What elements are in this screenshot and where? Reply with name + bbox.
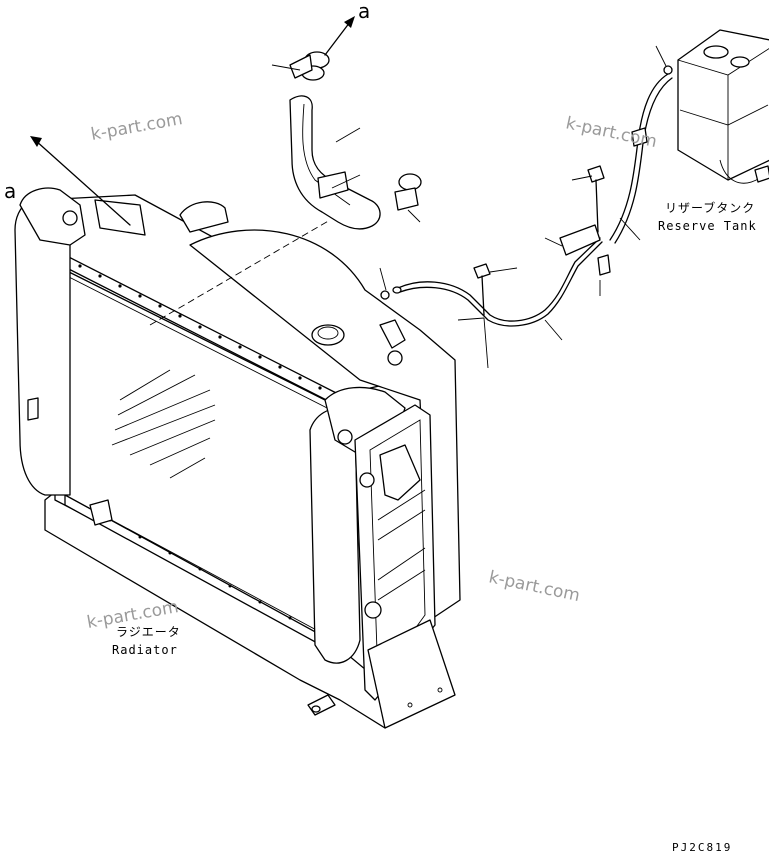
reserve-tank (655, 29, 769, 184)
watermark-1: k-part.com (89, 109, 184, 145)
left-inlet-elbow (19, 187, 86, 246)
left-lower-bracket (89, 499, 113, 526)
upper-hose-group (271, 16, 422, 230)
core-hatch (111, 369, 216, 479)
washer (380, 290, 390, 300)
upper-radiator-hose (289, 95, 381, 230)
overflow-port (387, 350, 403, 366)
top-tank-bracket (94, 199, 146, 236)
upper-stub-pipe (179, 201, 229, 233)
radiator-right-tank (309, 408, 361, 664)
drain-cock (307, 694, 336, 716)
reserve-tank-label-jp: リザーブタンク (665, 200, 755, 215)
top-rail-rivets (78, 264, 322, 390)
filler-bracket (379, 319, 406, 349)
tank-hose-group (544, 73, 673, 296)
bracket-bolt-lower (364, 601, 382, 619)
tube-end-fitting (597, 254, 611, 276)
drawing-code: PJ2C819 (672, 841, 732, 854)
tank-cap (703, 45, 729, 59)
left-mid-bracket (27, 397, 39, 421)
bracket-bolt-upper (359, 472, 375, 488)
tank-bolt (587, 165, 605, 233)
overflow-tube (397, 237, 601, 322)
hose-clamp-right (394, 173, 422, 211)
right-elbow-bolt (337, 429, 353, 445)
watermark-2: k-part.com (564, 113, 659, 152)
radiator-lower-leg (367, 619, 456, 729)
callout-a-top: a (358, 0, 370, 23)
hose-clamp-middle (317, 171, 349, 199)
left-elbow-bolt (62, 210, 78, 226)
radiator-label-en: Radiator (112, 643, 178, 657)
radiator-assembly (14, 187, 461, 729)
watermark-3: k-part.com (487, 567, 582, 606)
reserve-tank-label-en: Reserve Tank (658, 219, 757, 233)
arrow-a-left-head (30, 136, 42, 147)
side-bracket-plate (379, 444, 421, 501)
hose-clamp-upper (289, 51, 330, 81)
arrow-a-left-line (34, 139, 131, 226)
tank-bracket (559, 224, 601, 256)
radiator-label-jp: ラジエータ (116, 625, 181, 639)
reference-line (149, 219, 331, 326)
tank-body (677, 29, 769, 181)
radiator-cap (311, 324, 345, 346)
callout-a-left: a (4, 179, 16, 203)
overflow-tube-group (379, 237, 603, 369)
tube-clip-bolt (473, 263, 491, 316)
